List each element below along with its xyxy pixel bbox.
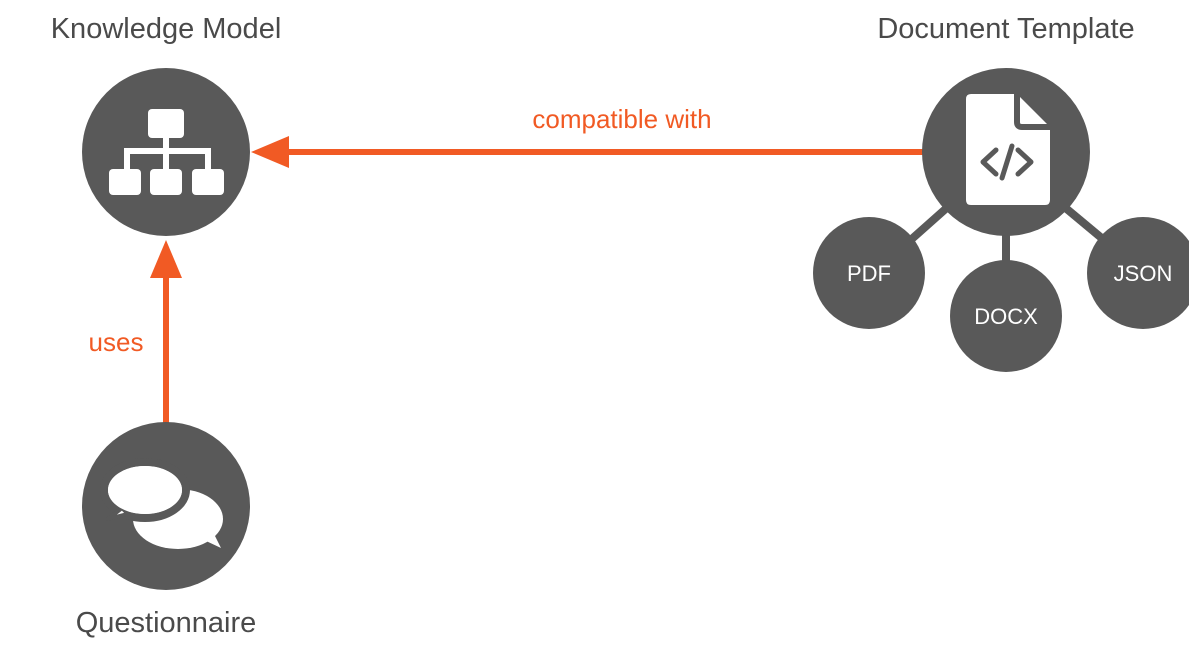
arrowhead-up — [150, 240, 182, 278]
format-json: JSON — [1087, 217, 1189, 329]
edge-compatible-with: compatible with — [251, 104, 924, 168]
format-json-label: JSON — [1114, 261, 1173, 286]
code-file-icon — [966, 94, 1050, 205]
document-template-node: Document Template — [877, 13, 1135, 236]
document-template-title: Document Template — [877, 13, 1134, 45]
sitemap-icon — [109, 109, 224, 195]
format-pdf-label: PDF — [847, 261, 891, 286]
format-docx-label: DOCX — [974, 304, 1038, 329]
knowledge-model-node: Knowledge Model — [51, 13, 282, 236]
format-pdf-circle — [813, 217, 925, 329]
knowledge-model-title: Knowledge Model — [51, 13, 282, 45]
chat-bubbles-icon — [100, 458, 223, 549]
format-json-circle — [1087, 217, 1189, 329]
edge-uses-label: uses — [89, 327, 144, 357]
edge-compatible-with-label: compatible with — [532, 104, 711, 134]
edge-uses: uses — [89, 240, 182, 425]
questionnaire-node: Questionnaire — [76, 422, 257, 639]
questionnaire-title: Questionnaire — [76, 607, 257, 639]
format-pdf: PDF — [813, 217, 925, 329]
arrowhead-left — [251, 136, 289, 168]
format-docx-circle — [950, 260, 1062, 372]
format-docx: DOCX — [950, 260, 1062, 372]
